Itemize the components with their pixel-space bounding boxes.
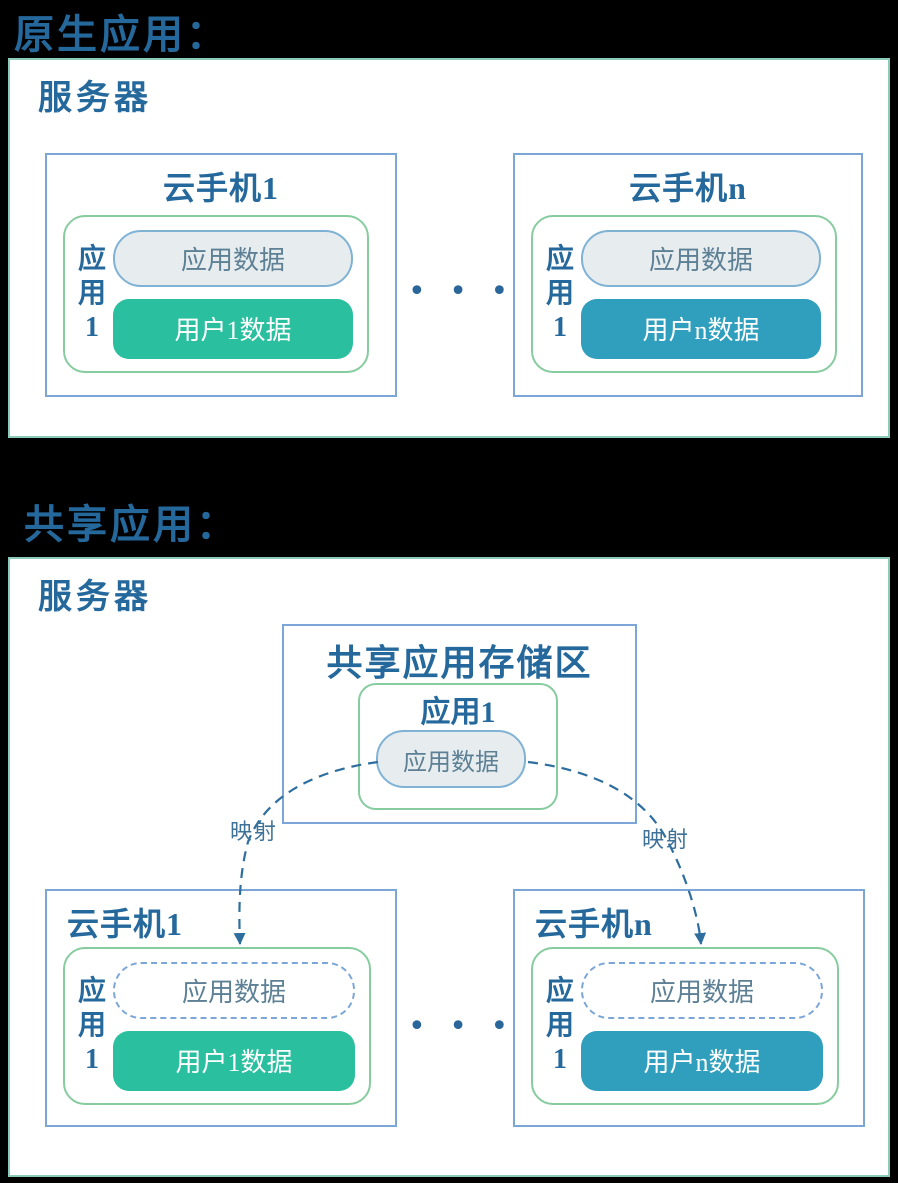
- storage-app-data-box: 应用数据: [376, 730, 526, 788]
- shared-server-panel: 服务器 共享应用存储区 应用1 应用数据 云手机1 应 用 1 应用数据 用户1…: [8, 557, 890, 1177]
- storage-app-frame: 应用1 应用数据: [358, 683, 558, 810]
- cloud-phone-title: 云手机n: [535, 906, 653, 942]
- native-cloud-phone-n: 云手机n 应 用 1 应用数据 用户n数据: [513, 153, 863, 397]
- mapped-app-data-box: 应用数据: [113, 961, 355, 1019]
- shared-storage-title: 共享应用存储区: [326, 643, 593, 683]
- app-frame: 应 用 1 应用数据 用户n数据: [531, 947, 839, 1105]
- shared-server-label: 服务器: [38, 579, 152, 616]
- user-data-box: 用户1数据: [113, 298, 353, 359]
- shared-cloud-phone-n: 云手机n 应 用 1 应用数据 用户n数据: [513, 889, 865, 1127]
- app-frame: 应 用 1 应用数据 用户1数据: [63, 215, 369, 373]
- user-data-box: 用户n数据: [581, 1030, 823, 1091]
- app-label: 应 用 1: [545, 243, 574, 344]
- app-data-box: 应用数据: [581, 229, 821, 287]
- app-data-box: 应用数据: [113, 229, 353, 287]
- app-label: 应 用 1: [545, 975, 574, 1076]
- shared-storage-box: 共享应用存储区 应用1 应用数据: [282, 624, 637, 824]
- cloud-phone-title: 云手机n: [629, 170, 747, 206]
- mapping-label-right: 映射: [642, 827, 691, 852]
- shared-section-heading: 共享应用：: [24, 502, 239, 547]
- app-label: 应 用 1: [77, 975, 106, 1076]
- mapped-app-data-box: 应用数据: [581, 961, 823, 1019]
- app-frame: 应 用 1 应用数据 用户n数据: [531, 215, 837, 373]
- shared-cloud-phone-1: 云手机1 应 用 1 应用数据 用户1数据: [45, 889, 397, 1127]
- native-cloud-phone-1: 云手机1 应 用 1 应用数据 用户1数据: [45, 153, 397, 397]
- user-data-box: 用户n数据: [581, 298, 821, 359]
- mapping-label-left: 映射: [230, 819, 279, 844]
- native-server-label: 服务器: [38, 80, 152, 117]
- native-section-heading: 原生应用：: [14, 12, 229, 57]
- app-frame: 应 用 1 应用数据 用户1数据: [63, 947, 371, 1105]
- storage-app-title: 应用1: [420, 696, 496, 729]
- cloud-phone-title: 云手机1: [162, 170, 279, 206]
- cloud-phone-title: 云手机1: [67, 906, 184, 942]
- native-server-panel: 服务器 云手机1 应 用 1 应用数据 用户1数据 云手机n 应 用 1 应用: [8, 58, 890, 438]
- user-data-box: 用户1数据: [113, 1030, 355, 1091]
- app-label: 应 用 1: [77, 243, 106, 344]
- ellipsis-icon: • • •: [408, 274, 516, 309]
- ellipsis-icon: • • •: [408, 1009, 516, 1044]
